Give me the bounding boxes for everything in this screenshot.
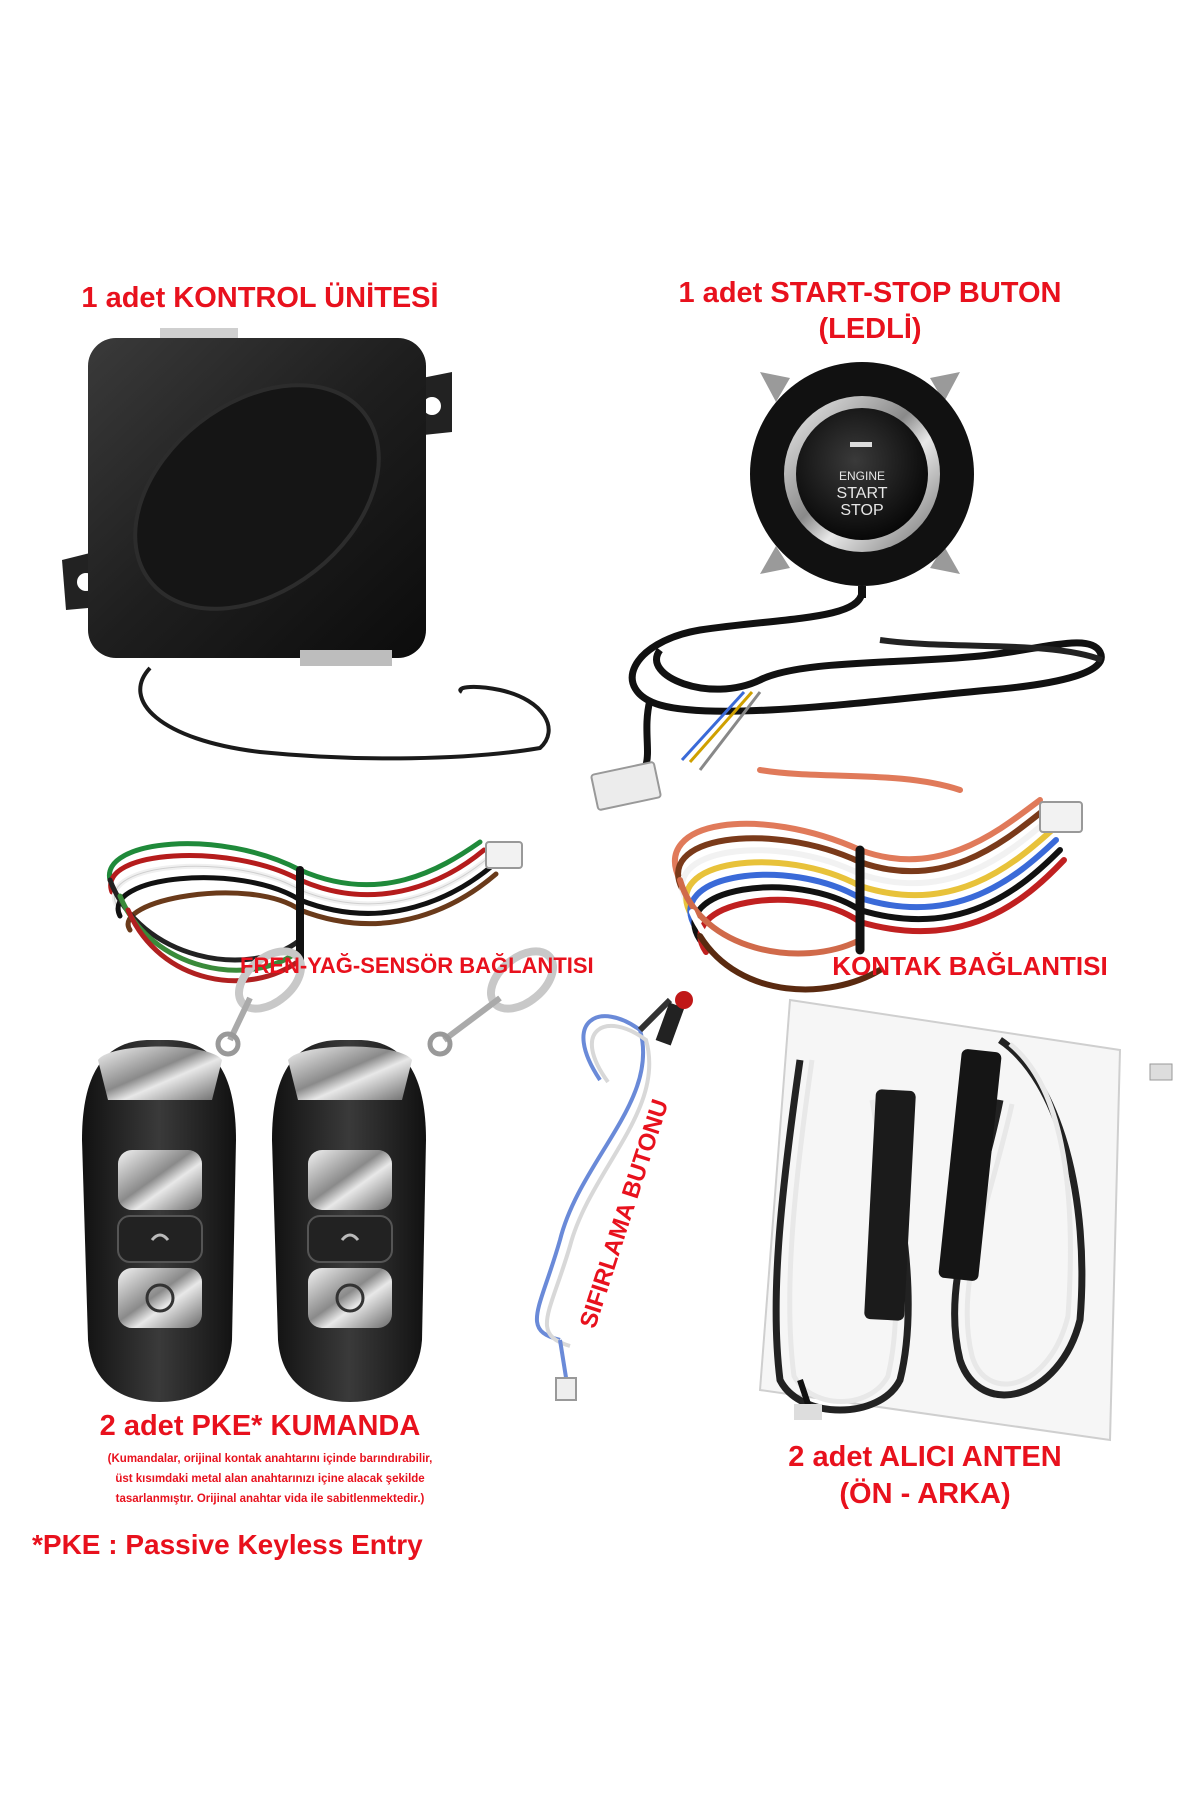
pke-remote-right (272, 947, 557, 1402)
button-face-start: START (837, 485, 888, 502)
label-start-stop-line2: (LEDLİ) (818, 313, 922, 345)
reset-button-wire (534, 991, 693, 1401)
button-face-stop: STOP (840, 502, 883, 519)
ignition-harness (672, 767, 1083, 993)
start-stop-button-illustration: ENGINE START STOP (590, 362, 1105, 811)
label-remotes: 2 adet PKE* KUMANDA (99, 1410, 421, 1442)
label-pke-definition: *PKE : Passive Keyless Entry (32, 1529, 423, 1560)
label-control-unit: 1 adet KONTROL ÜNİTESİ (81, 282, 439, 314)
label-remotes-note-1: (Kumandalar, orijinal kontak anahtarını … (107, 1453, 433, 1465)
label-antenna-line2: (ÖN - ARKA) (839, 1478, 1011, 1510)
label-remotes-note-3: tasarlanmıştır. Orijinal anahtar vida il… (115, 1493, 425, 1505)
receiver-antennas (758, 998, 1173, 1442)
label-ignition: KONTAK BAĞLANTISI (832, 951, 1108, 981)
label-antenna-line1: 2 adet ALICI ANTEN (788, 1441, 1062, 1473)
label-remotes-note-2: üst kısımdaki metal alan anahtarınızı iç… (115, 1473, 425, 1485)
button-face-engine: ENGINE (839, 469, 885, 483)
control-unit (62, 328, 551, 761)
pke-remote-left (82, 947, 305, 1402)
label-brake-oil-sensor: FREN-YAĞ-SENSÖR BAĞLANTISI (240, 953, 594, 978)
label-start-stop-line1: 1 adet START-STOP BUTON (678, 277, 1062, 309)
